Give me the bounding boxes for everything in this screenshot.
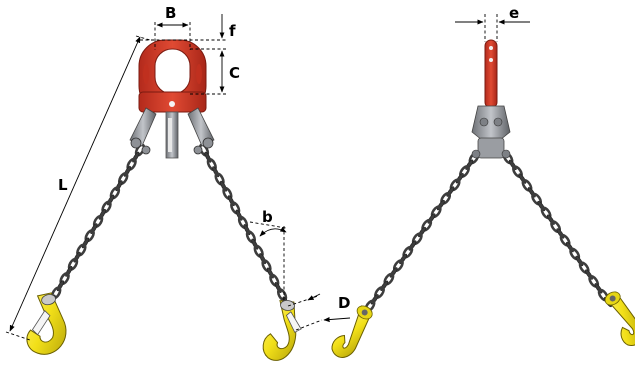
master-link [138,39,207,113]
label-b: B [165,4,176,22]
dimension-f: f [140,14,236,50]
left-chain-leg [48,143,146,306]
side-master-link [484,39,498,109]
side-view: e [331,4,635,358]
dimension-b-angle: b [249,208,287,300]
side-left-chain-leg [364,151,480,313]
left-connector [129,107,157,155]
side-right-chain-leg [502,151,612,308]
right-chain-leg [198,143,290,308]
dimension-l: L [5,35,151,341]
label-l: L [58,176,68,194]
label-d: D [338,294,350,312]
right-hook [262,300,302,361]
dimension-b: B [154,4,191,50]
dimension-e: e [455,4,530,42]
label-b-lower: b [262,208,273,226]
front-view: B f C L b [5,4,350,361]
left-hook [26,292,67,355]
dimension-d: D [287,293,350,331]
side-left-hook [331,305,373,358]
right-connector [187,107,215,155]
label-c: C [229,64,240,82]
label-f: f [229,22,236,40]
side-right-hook [604,291,635,346]
identification-tag [165,111,179,159]
dimension-c: C [190,50,240,95]
label-e: e [509,4,519,22]
side-connector [471,105,511,159]
